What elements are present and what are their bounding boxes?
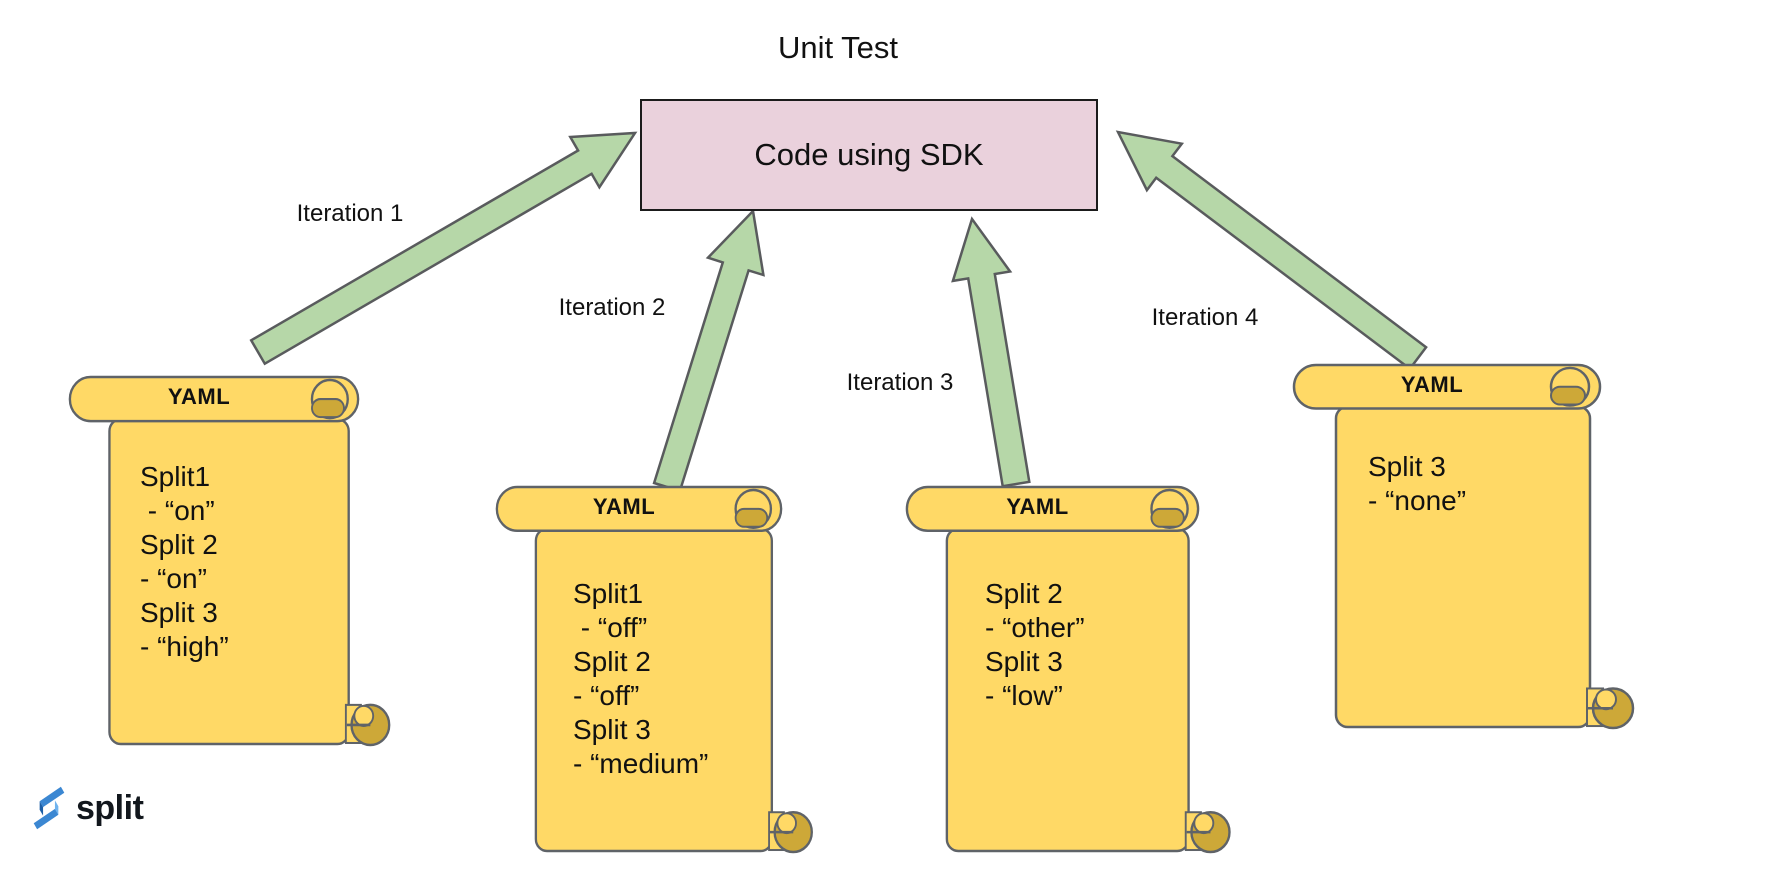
yaml-scroll-1: [68, 375, 391, 747]
scroll-top-curl-icon: [1150, 488, 1189, 530]
scroll-4-line: - “none”: [1368, 485, 1467, 516]
scroll-2-line: Split 3: [573, 714, 651, 745]
scroll-2-line: - “off”: [573, 612, 648, 643]
scroll-3-line: Split 3: [985, 646, 1063, 677]
iteration-4-label: Iteration 4: [1151, 304, 1259, 331]
scroll-2-line: - “off”: [573, 680, 640, 711]
scroll-4-content: Split 3 - “none”: [1368, 450, 1466, 518]
iteration-1-label: Iteration 1: [296, 200, 404, 227]
scroll-banner: [68, 375, 360, 423]
iteration-4-arrow: [1115, 130, 1428, 371]
split-logo-icon: [33, 786, 65, 830]
scroll-top-curl-icon: [734, 488, 773, 530]
scroll-1-line: Split 3: [140, 597, 218, 628]
scroll-banner: [905, 485, 1200, 532]
scroll-3-line: - “low”: [985, 680, 1063, 711]
yaml-scroll-2: [495, 485, 813, 854]
scroll-1-content: Split1 - “on” Split 2 - “on” Split 3 - “…: [140, 460, 229, 664]
scroll-2-line: Split1: [573, 578, 644, 609]
scroll-2-line: - “medium”: [573, 748, 709, 779]
page-title: Unit Test: [777, 30, 899, 65]
scroll-3-line: Split 2: [985, 578, 1063, 609]
scroll-2-header: YAML: [592, 494, 656, 519]
scroll-3-line: - “other”: [985, 612, 1085, 643]
scroll-top-curl-icon: [1549, 366, 1591, 407]
iteration-2-arrow: [652, 208, 765, 493]
code-using-sdk-box: Code using SDK: [640, 99, 1098, 211]
scroll-1-line: - “on”: [140, 563, 207, 594]
scroll-2-line: Split 2: [573, 646, 651, 677]
scroll-bottom-curl-icon: [1184, 810, 1231, 854]
scroll-4-header: YAML: [1400, 372, 1464, 397]
scroll-1-line: Split1: [140, 461, 211, 492]
scroll-bottom-curl-icon: [768, 810, 813, 854]
iteration-3-arrow: [951, 216, 1031, 488]
scroll-banner: [1292, 363, 1602, 410]
scroll-3-header: YAML: [1006, 494, 1069, 519]
scroll-banner: [495, 485, 783, 532]
scroll-1-line: Split 2: [140, 529, 218, 560]
scroll-bottom-curl-icon: [1586, 687, 1635, 730]
scroll-1-line: - “high”: [140, 631, 229, 662]
scroll-1-line: - “on”: [140, 495, 215, 526]
iteration-3-label: Iteration 3: [846, 369, 954, 396]
scroll-4-line: Split 3: [1368, 451, 1446, 482]
scroll-top-curl-icon: [310, 378, 349, 420]
iteration-2-label: Iteration 2: [558, 294, 666, 321]
yaml-scroll-3: [905, 485, 1231, 854]
scroll-3-content: Split 2 - “other” Split 3 - “low”: [985, 577, 1085, 713]
scroll-bottom-curl-icon: [344, 703, 391, 747]
iteration-1-arrow: [249, 131, 638, 366]
yaml-scroll-4: [1292, 363, 1635, 730]
sdk-box-label: Code using SDK: [754, 137, 984, 172]
split-wordmark: split: [76, 789, 144, 827]
split-logo: split: [32, 782, 144, 834]
scroll-2-content: Split1 - “off” Split 2 - “off” Split 3 -…: [573, 577, 708, 781]
scroll-1-header: YAML: [167, 384, 231, 409]
